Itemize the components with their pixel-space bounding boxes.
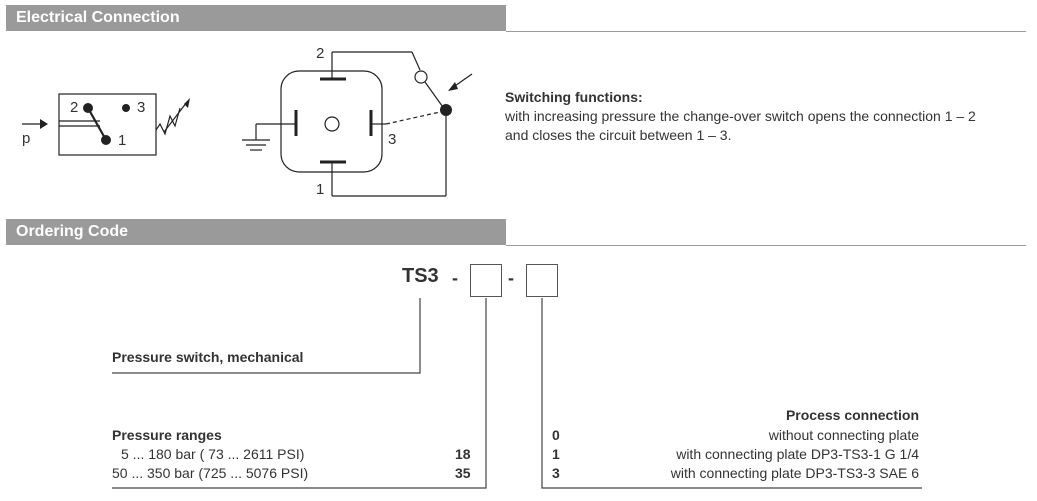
- process-connection-label: with connecting plate DP3-TS3-3 SAE 6: [670, 465, 919, 481]
- switching-line-2: and closes the circuit between 1 – 3.: [505, 127, 732, 143]
- connector-symbol: [242, 51, 473, 197]
- connector-label-3: 3: [388, 131, 397, 148]
- connector-label-2: 2: [316, 45, 325, 62]
- section-header-ordering: Ordering Code: [6, 219, 506, 245]
- pressure-ranges-heading: Pressure ranges: [112, 427, 222, 443]
- connector-label-1: 1: [316, 181, 325, 198]
- code-separator: -: [452, 268, 458, 288]
- process-connection-code: 0: [552, 427, 560, 443]
- switching-line-1: with increasing pressure the change-over…: [505, 108, 976, 124]
- pressure-label: p: [22, 130, 31, 147]
- process-connection-label: with connecting plate DP3-TS3-1 G 1/4: [676, 446, 919, 462]
- section-rule: [506, 245, 1026, 246]
- pressure-range-code: 18: [455, 446, 471, 462]
- code-prefix: TS3: [402, 265, 439, 287]
- section-header-electrical: Electrical Connection: [6, 5, 506, 31]
- product-description: Pressure switch, mechanical: [112, 349, 304, 365]
- port-label-1: 1: [118, 132, 127, 149]
- switching-heading: Switching functions:: [505, 89, 643, 105]
- port-label-3: 3: [137, 99, 146, 116]
- switch-symbol: [22, 93, 190, 156]
- pressure-range-label: 50 ... 350 bar (725 ... 5076 PSI): [112, 465, 309, 481]
- process-connection-heading: Process connection: [785, 407, 919, 423]
- process-connection-code: 1: [552, 446, 560, 462]
- code-separator: -: [508, 268, 514, 288]
- process-connection-code: 3: [552, 465, 560, 481]
- pressure-range-label: 5 ... 180 bar ( 73 ... 2611 PSI): [121, 446, 305, 462]
- port-label-2: 2: [70, 99, 79, 116]
- section-rule: [506, 31, 1026, 32]
- process-connection-label: without connecting plate: [768, 427, 919, 443]
- code-box-connection: [526, 264, 558, 297]
- code-box-pressure: [470, 264, 502, 297]
- ordering-lines: [112, 298, 922, 489]
- pressure-range-code: 35: [455, 465, 471, 481]
